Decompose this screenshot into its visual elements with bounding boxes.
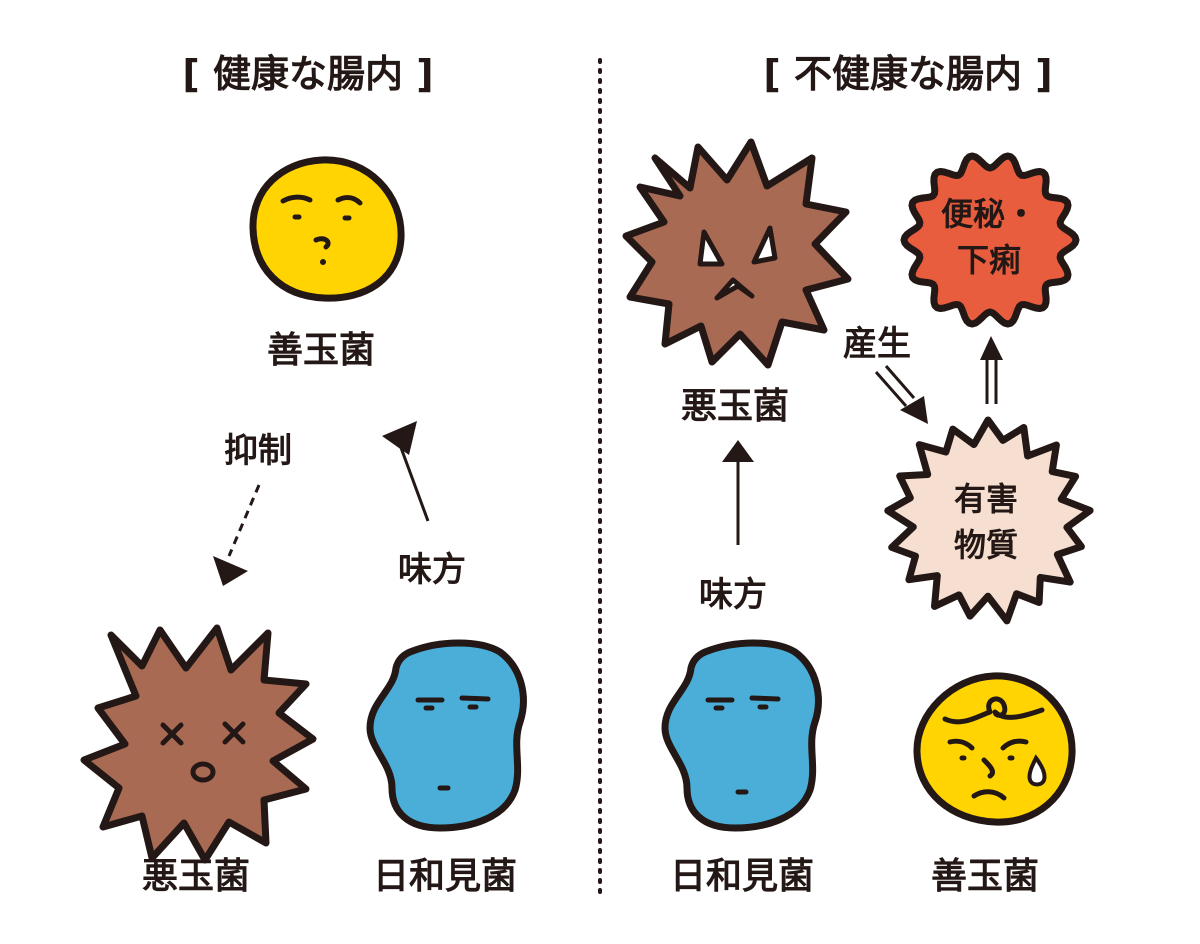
neutral-bacteria-body [661,639,822,832]
worried-face [942,696,1047,801]
produce-arrow-line-a [874,371,908,407]
bad-bacteria-body [622,138,852,369]
neutral-bacteria-healthy [366,639,527,832]
neutral-face [415,695,491,791]
good-bacteria-unhealthy [913,672,1076,826]
toxin-body [884,416,1094,625]
bad-bacteria-label-healthy: 悪玉菌 [142,856,250,897]
good-bacteria-label-unhealthy: 善玉菌 [931,856,1039,897]
ally-arrow-healthy [398,444,430,522]
angry-face [697,225,778,301]
neutral-face [705,695,781,795]
good-bacteria-body [249,156,405,302]
ally-label-healthy: 味方 [398,550,466,590]
symptom-body [900,152,1080,328]
produce-arrowhead [900,396,928,424]
worsen-arrowhead [980,336,1003,360]
symptom-text-line2: 下痢 [957,241,1021,279]
unhealthy-title: [ 不健康な腸内 ] [763,52,1052,96]
toxin-text-line2: 物質 [954,526,1018,564]
ally-arrowhead-unhealthy [722,440,754,462]
symptom-burst: 便秘・ 下痢 [900,152,1080,328]
suppress-arrowhead [213,556,248,586]
toxin-text-line1: 有害 [954,480,1018,518]
good-bacteria-healthy [249,156,405,302]
produce-label: 産生 [843,324,911,364]
healthy-title: [ 健康な腸内 ] [182,52,433,96]
neutral-bacteria-label-unhealthy: 日和見菌 [670,856,814,897]
bad-bacteria-healthy [80,624,317,864]
bad-bacteria-unhealthy [622,138,852,369]
toxin-burst: 有害 物質 [884,416,1094,625]
symptom-text-line1: 便秘・ [941,195,1037,233]
neutral-bacteria-label-healthy: 日和見菌 [373,856,517,897]
bad-bacteria-label-unhealthy: 悪玉菌 [681,386,789,427]
good-bacteria-label-healthy: 善玉菌 [267,330,375,371]
suppress-arrow [227,484,261,557]
neutral-bacteria-unhealthy [661,639,822,832]
bad-bacteria-body [80,624,317,864]
ally-label-unhealthy: 味方 [699,575,767,615]
ally-arrowhead-healthy [382,421,417,455]
good-bacteria-face [280,194,363,265]
knocked-out-face [160,721,246,783]
neutral-bacteria-body [366,639,527,832]
produce-arrow-line-b [884,365,916,399]
suppress-label: 抑制 [224,431,292,471]
